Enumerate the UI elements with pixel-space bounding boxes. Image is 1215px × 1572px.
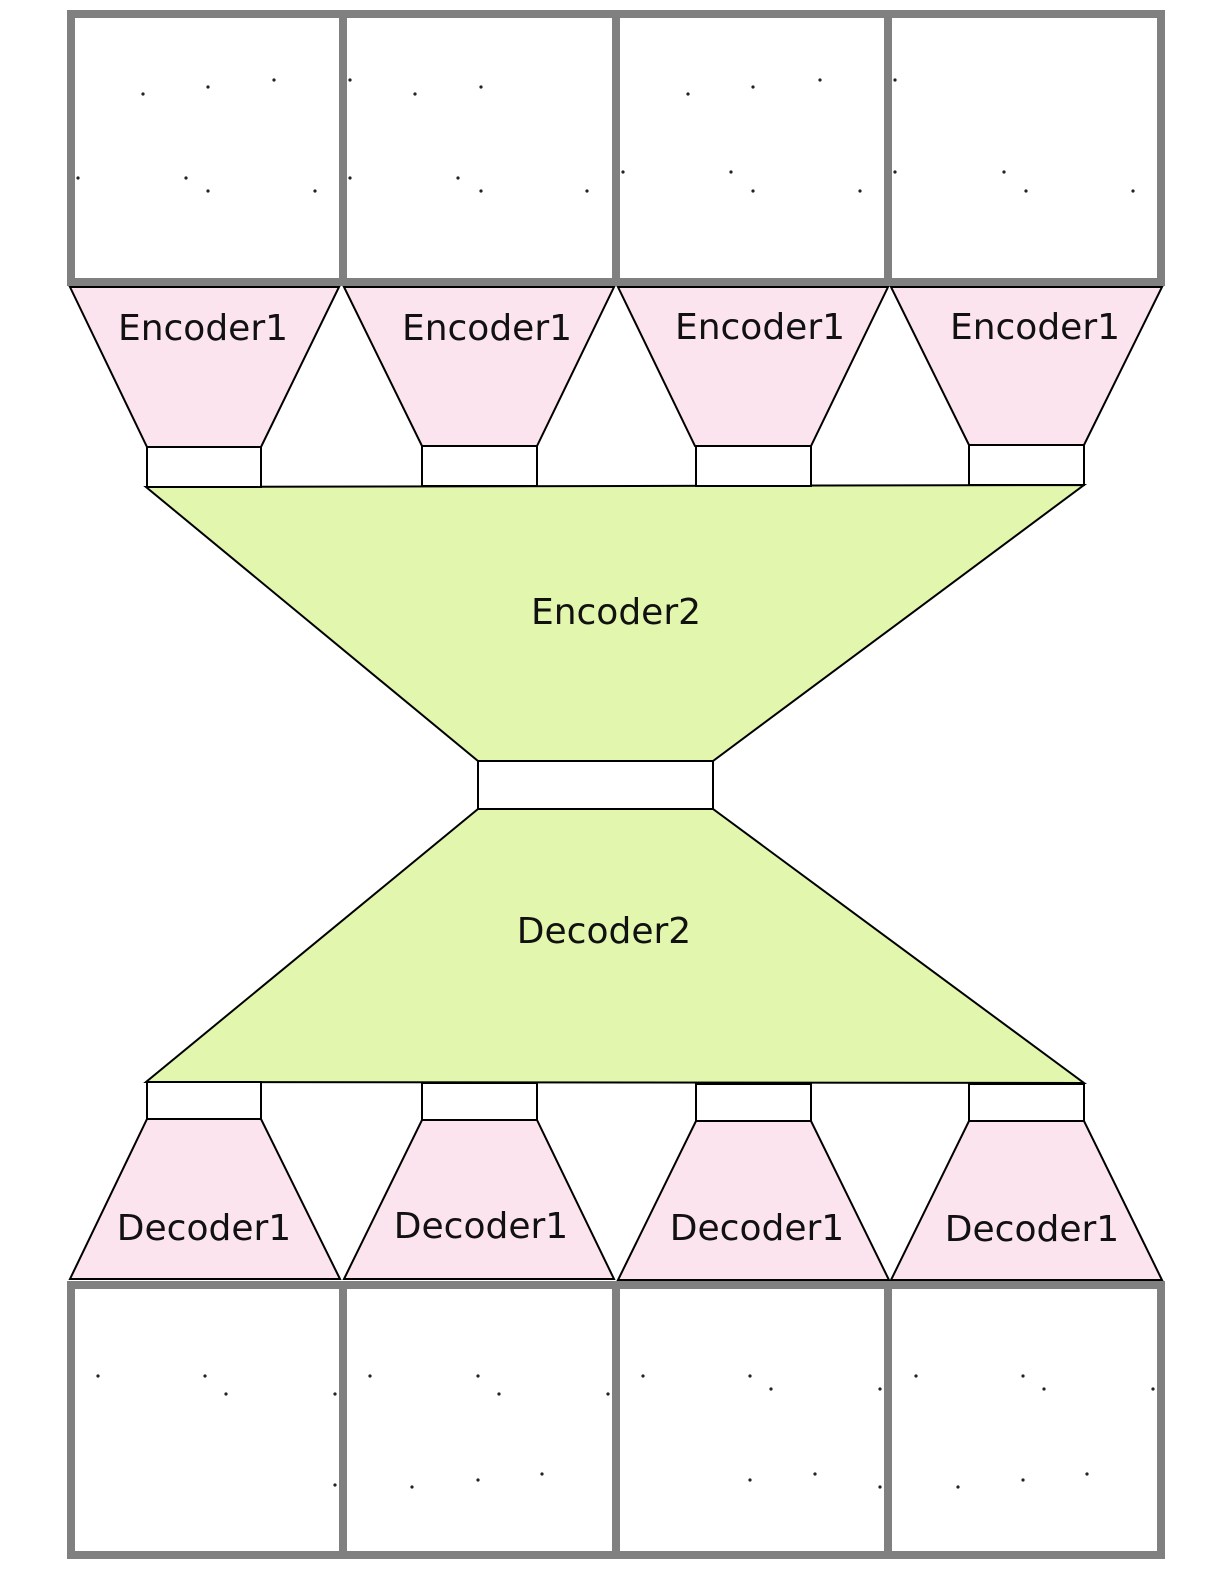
decoder1-label-1: Decoder1 [117,1208,291,1249]
input-patch-2 [339,10,620,286]
encoder1-label-2: Encoder1 [402,308,572,349]
encoder1-latent-3 [695,445,812,487]
input-patch-3 [612,10,892,286]
decoder1-label-4: Decoder1 [945,1209,1119,1250]
decoder1-latent-row [146,1081,1085,1122]
output-patch-1 [67,1281,347,1559]
encoder1-row: Encoder1 Encoder1 Encoder1 Encoder1 [68,286,1164,448]
central-latent [477,760,714,810]
output-grid [67,1281,1165,1559]
encoder1-latent-row [146,444,1085,488]
encoder1-latent-1 [146,446,262,488]
output-patch-2 [339,1281,620,1559]
input-patch-4 [884,10,1165,286]
encoder1-latent-2 [421,445,538,487]
decoder1-block-3 [616,1120,891,1281]
encoder1-label-3: Encoder1 [675,307,845,348]
output-dots [96,1374,1155,1489]
decoder1-latent-2 [421,1082,538,1121]
input-patch-1 [67,10,347,286]
decoder1-latent-3 [695,1083,812,1122]
decoder2-label: Decoder2 [517,911,691,952]
decoder1-latent-1 [146,1081,262,1120]
encoder2-label: Encoder2 [531,592,701,633]
decoder1-label-2: Decoder1 [394,1206,568,1247]
input-dots [76,78,1135,193]
decoder1-block-4 [889,1120,1164,1281]
decoder1-row: Decoder1 Decoder1 Decoder1 Decoder1 [68,1118,1164,1281]
decoder1-block-2 [342,1119,616,1280]
decoder1-latent-4 [968,1083,1085,1122]
encoder1-label-1: Encoder1 [118,308,288,349]
decoder1-label-3: Decoder1 [670,1208,844,1249]
output-patch-3 [612,1281,892,1559]
encoder1-latent-4 [968,444,1085,486]
decoder1-block-1 [68,1118,342,1280]
encoder1-label-4: Encoder1 [950,307,1120,348]
input-grid [67,10,1165,286]
output-patch-4 [884,1281,1165,1559]
